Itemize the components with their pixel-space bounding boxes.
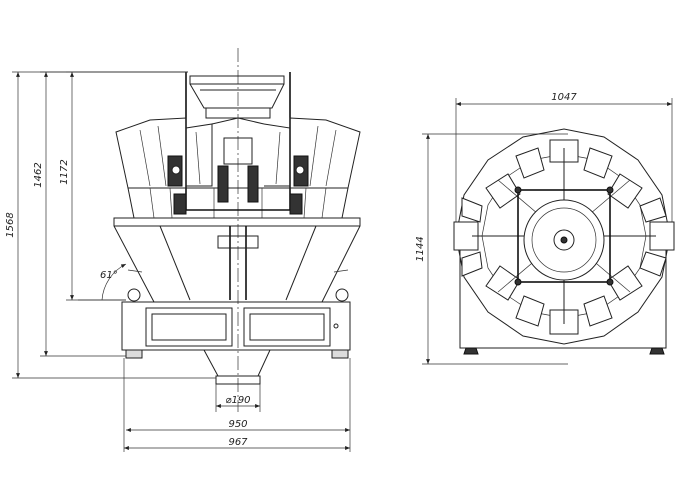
base-width-label: 967 [228, 437, 248, 448]
base-feet [463, 347, 665, 355]
outlet-diameter-label: ⌀190 [225, 395, 250, 406]
top-view-dimensions: 1047 1144 [415, 92, 673, 365]
top-view: 1047 1144 [415, 92, 675, 365]
top-width-label: 1047 [551, 92, 577, 103]
motor-units [167, 137, 309, 215]
bucket-height-label: 1172 [59, 159, 70, 184]
chute-angle-annotation: 61° [78, 263, 127, 301]
front-view: 61° [5, 48, 361, 452]
discharge-funnel [203, 349, 271, 385]
collating-chute [113, 217, 361, 303]
frame-width-label: 950 [228, 419, 247, 430]
total-height-label: 1568 [5, 212, 16, 237]
corner-bolts [514, 186, 614, 286]
chute-angle-label: 61° [100, 270, 118, 281]
upper-buckets [115, 117, 361, 189]
radial-buckets [453, 139, 675, 335]
width-dimensions: ⌀190 950 967 [123, 358, 351, 452]
base-frame [121, 288, 351, 359]
center-square-frame [517, 189, 611, 283]
central-cone [523, 199, 605, 281]
hopper-height-label: 1462 [33, 162, 44, 187]
top-depth-label: 1144 [415, 236, 426, 261]
height-dimensions: 1568 1462 1172 [5, 71, 216, 379]
